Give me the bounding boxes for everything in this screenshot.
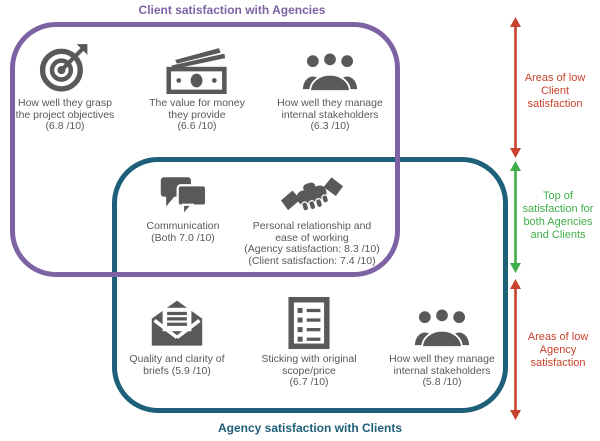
label-line: satisfaction (530, 357, 586, 369)
label-line: Areas of low (524, 72, 586, 84)
label-line: they provide (168, 108, 226, 121)
handshake-icon (281, 177, 343, 212)
item-label: The value for money they provide (6.6 /1… (149, 97, 245, 133)
label-line: Personal relationship and (252, 220, 372, 232)
label-line: both Agencies (523, 216, 593, 228)
item-label: How well they manage internal stakeholde… (277, 97, 383, 133)
label-line: scope/price (282, 364, 336, 377)
client-satisfaction-title: Client satisfaction with Agencies (138, 3, 326, 17)
item-project-objectives: How well they grasp the project objectiv… (3, 32, 127, 133)
item-stakeholders-client: How well they manage internal stakeholde… (266, 32, 394, 133)
label-line: briefs (5.9 /10) (143, 364, 211, 377)
label-line: The value for money (149, 97, 245, 109)
label-line: (6.3 /10) (310, 120, 350, 132)
label-line: internal stakeholders (393, 364, 491, 377)
item-scope-price: Sticking with original scope/price (6.7 … (247, 288, 371, 389)
top-satisfaction-arrow (510, 161, 521, 273)
icon-box (166, 32, 228, 94)
people-icon (302, 51, 358, 92)
item-stakeholders-agency: How well they manage internal stakeholde… (377, 288, 507, 389)
icon-box (159, 167, 207, 217)
label-line: satisfaction (527, 98, 583, 110)
item-label: How well they manage internal stakeholde… (389, 353, 495, 389)
label-line: How well they grasp (18, 97, 112, 109)
label-line: (5.8 /10) (422, 376, 462, 388)
label-line: Top of (543, 190, 573, 202)
label-line: Sticking with original (261, 353, 357, 365)
label-line: Areas of low (527, 331, 589, 343)
label-line: (6.7 /10) (289, 376, 329, 388)
client-satisfaction-region (10, 22, 400, 277)
label-line: (Agency satisfaction: 8.3 /10) (244, 243, 380, 255)
icon-box (302, 32, 358, 94)
label-line: How well they manage (389, 353, 495, 365)
label-line: (6.8 /10) (45, 120, 85, 132)
item-label: Sticking with original scope/price (6.7 … (261, 353, 357, 389)
item-briefs: Quality and clarity of briefs (5.9 /10) (115, 288, 239, 377)
label-line: and Clients (530, 229, 586, 241)
label-line: the project objectives (15, 108, 115, 121)
agency-satisfaction-title: Agency satisfaction with Clients (217, 421, 403, 435)
money-icon (166, 48, 227, 94)
checklist-icon (288, 296, 330, 350)
low-client-satisfaction-label: Areas of low Client satisfaction (505, 72, 600, 111)
icon-box (281, 167, 343, 217)
item-communication: Communication (Both 7.0 /10) (121, 167, 245, 244)
low-agency-satisfaction-arrow (510, 279, 521, 420)
people-icon (414, 307, 470, 348)
label-line: Client (540, 85, 570, 97)
label-line: Quality and clarity of (129, 353, 225, 365)
label-line: (6.6 /10) (177, 120, 217, 132)
top-satisfaction-label: Top of satisfaction for both Agencies an… (508, 190, 600, 242)
icon-box (288, 288, 330, 350)
open-envelope-icon (151, 300, 203, 346)
label-line: (Client satisfaction: 7.4 /10) (248, 254, 376, 267)
item-label: Communication (Both 7.0 /10) (146, 220, 220, 244)
icon-box (414, 288, 470, 350)
low-agency-satisfaction-label: Areas of low Agency satisfaction (512, 331, 600, 370)
label-line: Communication (146, 220, 220, 232)
speech-bubbles-icon (160, 177, 207, 217)
icon-box (39, 32, 91, 94)
item-label: Quality and clarity of briefs (5.9 /10) (129, 353, 225, 377)
item-value-for-money: The value for money they provide (6.6 /1… (136, 32, 258, 133)
item-personal-relationship: Personal relationship and ease of workin… (227, 167, 397, 267)
icon-box (150, 288, 204, 350)
label-line: internal stakeholders (281, 108, 379, 121)
label-line: satisfaction for (522, 203, 594, 215)
label-line: Agency (539, 344, 577, 356)
low-client-satisfaction-arrow (510, 17, 521, 158)
item-label: How well they grasp the project objectiv… (15, 97, 115, 133)
target-icon (39, 44, 88, 92)
label-line: ease of working (275, 231, 349, 244)
label-line: (Both 7.0 /10) (151, 231, 215, 244)
agency-satisfaction-region (112, 157, 508, 413)
item-label: Personal relationship and ease of workin… (244, 220, 380, 267)
label-line: How well they manage (277, 97, 383, 109)
